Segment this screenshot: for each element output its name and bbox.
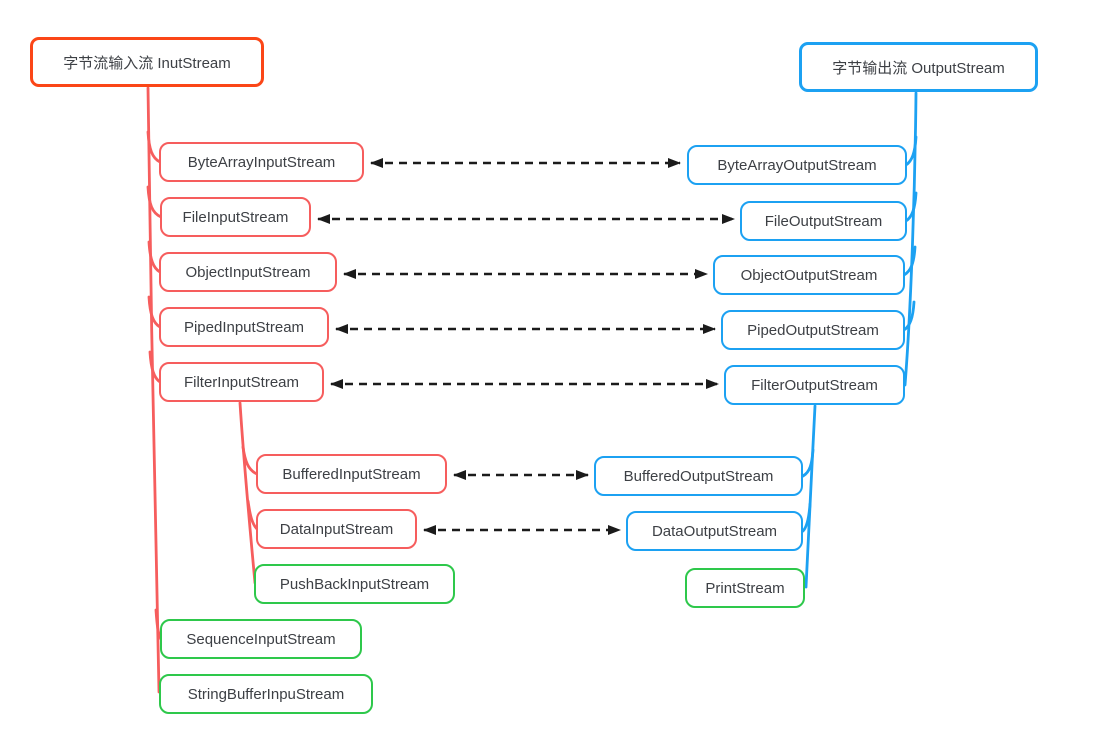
- node-push-back-input-stream[interactable]: PushBackInputStream: [254, 564, 455, 604]
- filter-output-trunk: [804, 404, 817, 589]
- node-filter-output-stream[interactable]: FilterOutputStream: [724, 365, 905, 405]
- root-output-stream[interactable]: 字节输出流 OutputStream: [799, 42, 1038, 92]
- node-buffered-output-stream[interactable]: BufferedOutputStream: [594, 456, 803, 496]
- node-string-buffer-inpu-stream[interactable]: StringBufferInpuStream: [159, 674, 373, 714]
- node-piped-input-stream[interactable]: PipedInputStream: [159, 307, 329, 347]
- link-arrows: [317, 158, 735, 535]
- right-trunk: [903, 91, 918, 387]
- node-sequence-input-stream[interactable]: SequenceInputStream: [160, 619, 362, 659]
- left-tree-branches: [146, 86, 259, 694]
- node-data-input-stream[interactable]: DataInputStream: [256, 509, 417, 549]
- node-data-output-stream[interactable]: DataOutputStream: [626, 511, 803, 551]
- node-file-input-stream[interactable]: FileInputStream: [160, 197, 311, 237]
- node-object-input-stream[interactable]: ObjectInputStream: [159, 252, 337, 292]
- root-input-stream[interactable]: 字节流输入流 InutStream: [30, 37, 264, 87]
- node-piped-output-stream[interactable]: PipedOutputStream: [721, 310, 905, 350]
- node-buffered-input-stream[interactable]: BufferedInputStream: [256, 454, 447, 494]
- filter-input-trunk: [238, 401, 257, 585]
- right-tree-branches: [801, 91, 918, 589]
- left-trunk: [146, 86, 161, 694]
- node-filter-input-stream[interactable]: FilterInputStream: [159, 362, 324, 402]
- node-object-output-stream[interactable]: ObjectOutputStream: [713, 255, 905, 295]
- node-byte-array-output-stream[interactable]: ByteArrayOutputStream: [687, 145, 907, 185]
- node-file-output-stream[interactable]: FileOutputStream: [740, 201, 907, 241]
- node-print-stream[interactable]: PrintStream: [685, 568, 805, 608]
- node-byte-array-input-stream[interactable]: ByteArrayInputStream: [159, 142, 364, 182]
